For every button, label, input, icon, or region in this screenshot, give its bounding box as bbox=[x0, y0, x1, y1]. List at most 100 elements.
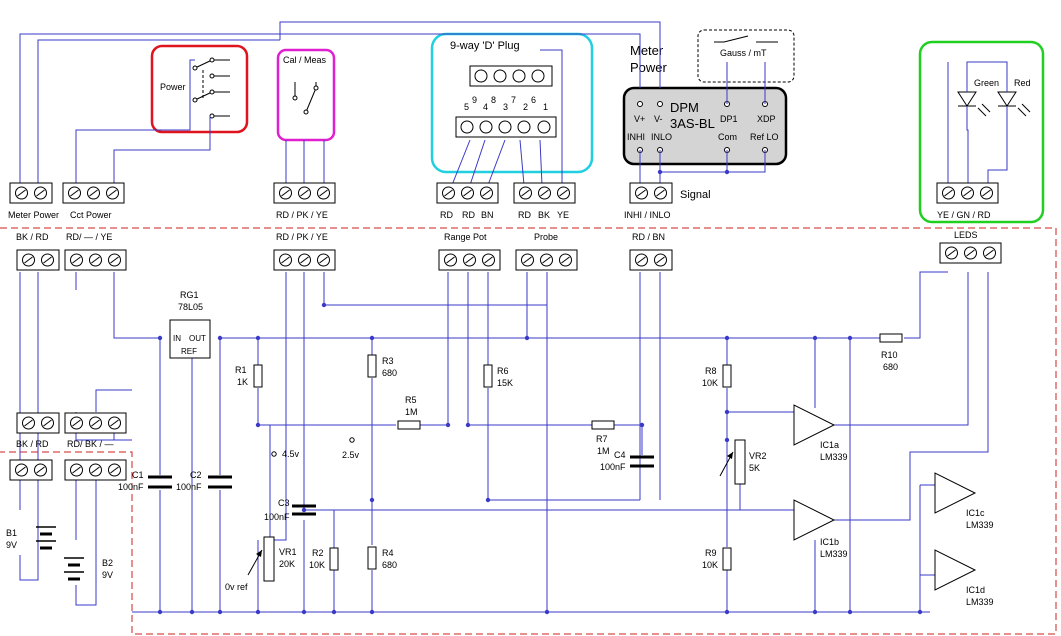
ic1c bbox=[934, 472, 977, 514]
r10 bbox=[879, 333, 903, 343]
battery-b1 bbox=[36, 526, 56, 550]
power-switch-contacts bbox=[192, 57, 215, 119]
ic1b-part: LM339 bbox=[820, 549, 848, 559]
range-pot-board-label: Range Pot bbox=[444, 232, 487, 242]
b2-value: 9V bbox=[102, 570, 113, 580]
c1-label: C1 bbox=[132, 470, 144, 480]
r3-value: 680 bbox=[382, 368, 397, 378]
rd-bk-label: RD/ BK / — bbox=[67, 439, 114, 449]
dpm-pin-xdp: XDP bbox=[757, 114, 776, 124]
svg-text:3: 3 bbox=[503, 102, 508, 112]
b1-value: 9V bbox=[6, 540, 17, 550]
tb-bk-rd-top bbox=[16, 249, 60, 271]
tp-0v: 0v ref bbox=[225, 582, 248, 592]
probe-wire-2: BK bbox=[538, 210, 550, 220]
r3 bbox=[367, 354, 377, 378]
dpm-model: 3AS-BL bbox=[670, 116, 715, 131]
tb-batt-1 bbox=[9, 459, 53, 481]
r5-value: 1M bbox=[405, 407, 418, 417]
cal-board-label: RD / PK / YE bbox=[276, 232, 328, 242]
gauss-box bbox=[697, 29, 795, 83]
r1-label: R1 bbox=[235, 365, 247, 375]
capacitors bbox=[148, 455, 654, 516]
range-pot-wire-1: RD bbox=[440, 210, 453, 220]
tb-rd-bk bbox=[64, 412, 127, 434]
ic1d bbox=[934, 549, 977, 591]
r1 bbox=[253, 364, 263, 388]
r10-label: R10 bbox=[881, 350, 898, 360]
cal-terminal-label: RD / PK / YE bbox=[276, 210, 328, 220]
tb-probe-top bbox=[513, 182, 576, 204]
svg-text:4: 4 bbox=[483, 102, 488, 112]
tb-range-pot-top bbox=[436, 182, 499, 204]
tb-cal-top bbox=[273, 182, 336, 204]
svg-text:1: 1 bbox=[543, 102, 548, 112]
rd-bn-board-label: RD / BN bbox=[632, 232, 665, 242]
dpm-pin-circles bbox=[637, 101, 768, 153]
comparators bbox=[793, 404, 977, 591]
dpm-module bbox=[622, 86, 788, 166]
c4-value: 100nF bbox=[600, 462, 626, 472]
vr1-potentiometer bbox=[247, 536, 275, 582]
ic1b bbox=[793, 499, 836, 541]
junctions bbox=[157, 169, 923, 615]
ic1a-label: IC1a bbox=[820, 440, 839, 450]
cal-meas-box bbox=[276, 48, 336, 142]
board-outline bbox=[0, 227, 1057, 635]
rg1-label: RG1 bbox=[180, 290, 199, 300]
r7-value: 1M bbox=[597, 446, 610, 456]
battery-b2 bbox=[64, 557, 84, 581]
c3-value: 100nF bbox=[264, 512, 290, 522]
bk-rd-low-label: BK / RD bbox=[16, 439, 49, 449]
r9-value: 10K bbox=[702, 560, 718, 570]
tp-2v5: 2.5v bbox=[342, 450, 360, 460]
cct-power-terminal-label: Cct Power bbox=[70, 210, 112, 220]
led-box bbox=[918, 40, 1045, 224]
cal-switch-contacts bbox=[292, 85, 319, 115]
meter-power-label-2: Power bbox=[630, 60, 668, 75]
gauss-switch-icon bbox=[714, 35, 778, 43]
tb-batt-2 bbox=[64, 459, 127, 481]
vr2-potentiometer bbox=[719, 439, 746, 485]
r9-label: R9 bbox=[705, 548, 717, 558]
range-pot-wire-2: RD bbox=[462, 210, 475, 220]
tb-rd-ye bbox=[64, 249, 127, 271]
rg1-regulator bbox=[169, 319, 211, 359]
r8-value: 10K bbox=[702, 378, 718, 388]
r10-value: 680 bbox=[883, 362, 898, 372]
d-plug-pin-numbers: 5 9 4 8 3 7 2 6 1 bbox=[464, 95, 548, 112]
tb-meter-power bbox=[9, 182, 53, 204]
rg1-part: 78L05 bbox=[178, 302, 203, 312]
r8 bbox=[722, 364, 732, 388]
dpm-pin-reflo: Ref LO bbox=[750, 132, 779, 142]
test-point-circles bbox=[271, 437, 355, 457]
led-green-icon bbox=[957, 91, 991, 117]
c4-label: C4 bbox=[614, 450, 626, 460]
dpm-pin-inlo: INLO bbox=[651, 132, 672, 142]
tb-probe-board bbox=[515, 249, 578, 271]
led-green-label: Green bbox=[974, 78, 999, 88]
r6-label: R6 bbox=[497, 366, 509, 376]
c2-label: C2 bbox=[190, 470, 202, 480]
dpm-pin-inhi: INHI bbox=[627, 132, 645, 142]
r4-value: 680 bbox=[382, 560, 397, 570]
ic1a-part: LM339 bbox=[820, 452, 848, 462]
b2-label: B2 bbox=[102, 558, 113, 568]
cal-meas-label: Cal / Meas bbox=[283, 55, 327, 65]
d-plug-label: 9-way 'D' Plug bbox=[450, 40, 520, 52]
range-pot-wire-3: BN bbox=[481, 210, 494, 220]
meter-power-label-1: Meter bbox=[630, 43, 664, 58]
r9 bbox=[722, 547, 732, 571]
dpm-pin-vplus: V+ bbox=[634, 114, 645, 124]
dpm-title: DPM bbox=[670, 100, 699, 115]
r4-label: R4 bbox=[382, 548, 394, 558]
svg-text:8: 8 bbox=[491, 95, 496, 105]
r1-value: 1K bbox=[237, 377, 248, 387]
svg-text:2: 2 bbox=[523, 102, 528, 112]
r2-label: R2 bbox=[312, 548, 324, 558]
r4 bbox=[367, 546, 377, 570]
dpm-pin-com: Com bbox=[718, 132, 737, 142]
ic1c-label: IC1c bbox=[966, 508, 985, 518]
b1-label: B1 bbox=[6, 528, 17, 538]
